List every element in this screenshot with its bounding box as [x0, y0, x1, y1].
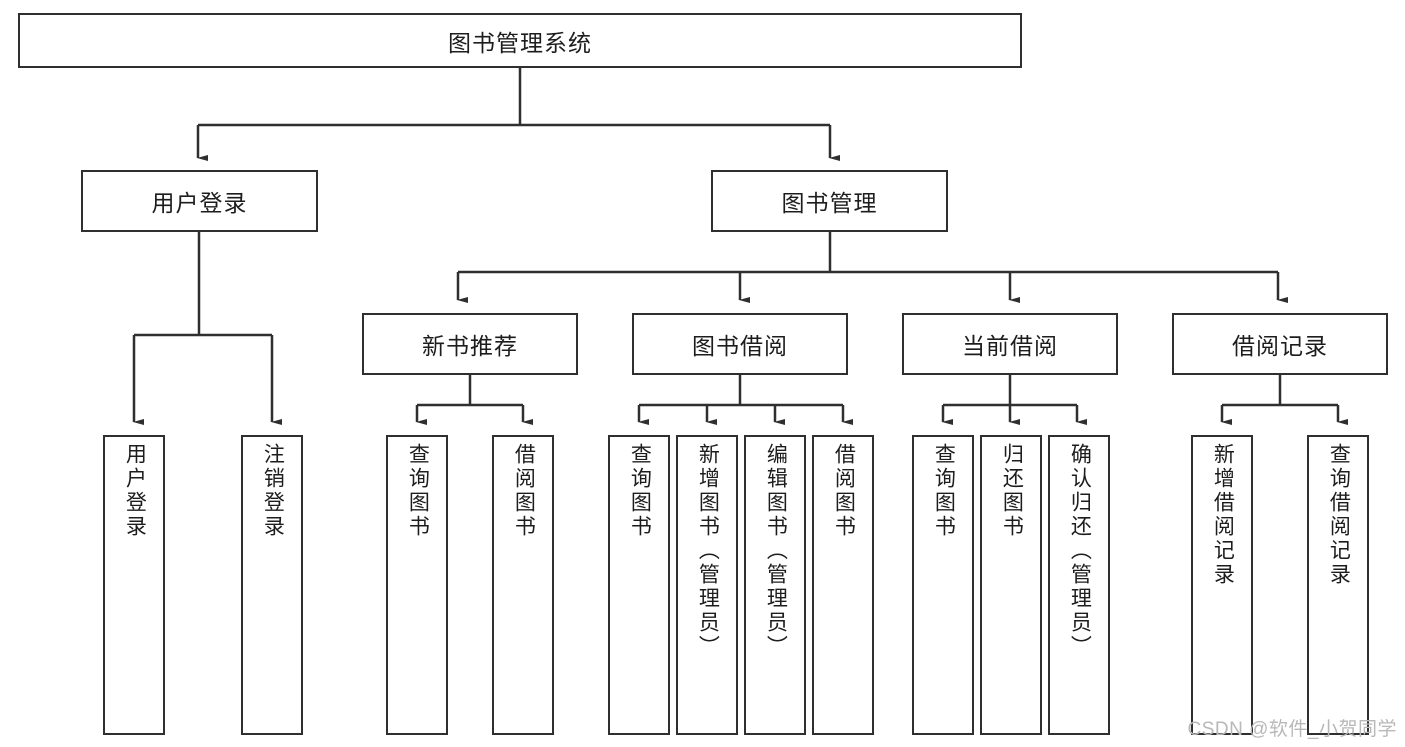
node-new-book-recommend[interactable]: 新书推荐 — [362, 313, 578, 375]
node-label: 查询图书 — [406, 443, 430, 539]
node-root-system[interactable]: 图书管理系统 — [18, 13, 1022, 68]
leaf-borrow-add-book-admin[interactable]: 新增图书（管理员） — [676, 435, 738, 735]
node-label: 新增借阅记录 — [1211, 443, 1235, 587]
node-label: 图书管理系统 — [448, 29, 592, 56]
node-label: 注销登录 — [261, 443, 285, 539]
node-label: 查询图书 — [932, 443, 956, 539]
node-label: 编辑图书（管理员） — [764, 443, 788, 659]
leaf-current-confirm-return-admin[interactable]: 确认归还（管理员） — [1048, 435, 1110, 735]
node-label: 查询借阅记录 — [1327, 443, 1351, 587]
node-current-borrow[interactable]: 当前借阅 — [902, 313, 1118, 375]
leaf-current-query-book[interactable]: 查询图书 — [912, 435, 974, 735]
leaf-borrow-edit-book-admin[interactable]: 编辑图书（管理员） — [744, 435, 806, 735]
node-label: 新增图书（管理员） — [696, 443, 720, 659]
node-label: 借阅记录 — [1232, 333, 1328, 359]
node-label: 用户登录 — [123, 443, 147, 539]
node-label: 图书管理 — [781, 190, 878, 216]
node-label: 确认归还（管理员） — [1068, 443, 1092, 659]
leaf-borrow-query-book[interactable]: 查询图书 — [608, 435, 670, 735]
leaf-borrow-borrow-book[interactable]: 借阅图书 — [812, 435, 874, 735]
leaf-recommend-borrow-book[interactable]: 借阅图书 — [492, 435, 554, 735]
leaf-user-login-signin[interactable]: 用户登录 — [103, 435, 165, 735]
leaf-user-login-signout[interactable]: 注销登录 — [241, 435, 303, 735]
leaf-recommend-query-book[interactable]: 查询图书 — [386, 435, 448, 735]
node-label: 借阅图书 — [512, 443, 536, 539]
node-label: 图书借阅 — [692, 333, 788, 359]
node-label: 当前借阅 — [962, 333, 1058, 359]
watermark-text: CSDN @软件_小贺同学 — [1187, 719, 1397, 740]
node-book-borrow[interactable]: 图书借阅 — [632, 313, 848, 375]
leaf-record-add-record[interactable]: 新增借阅记录 — [1191, 435, 1253, 735]
node-label: 借阅图书 — [832, 443, 856, 539]
node-label: 用户登录 — [151, 190, 248, 216]
node-book-management[interactable]: 图书管理 — [711, 170, 948, 232]
leaf-current-return-book[interactable]: 归还图书 — [980, 435, 1042, 735]
node-borrow-record[interactable]: 借阅记录 — [1172, 313, 1388, 375]
node-label: 新书推荐 — [422, 333, 518, 359]
node-user-login[interactable]: 用户登录 — [81, 170, 318, 232]
node-label: 查询图书 — [628, 443, 652, 539]
node-label: 归还图书 — [1000, 443, 1024, 539]
leaf-record-query-record[interactable]: 查询借阅记录 — [1307, 435, 1369, 735]
